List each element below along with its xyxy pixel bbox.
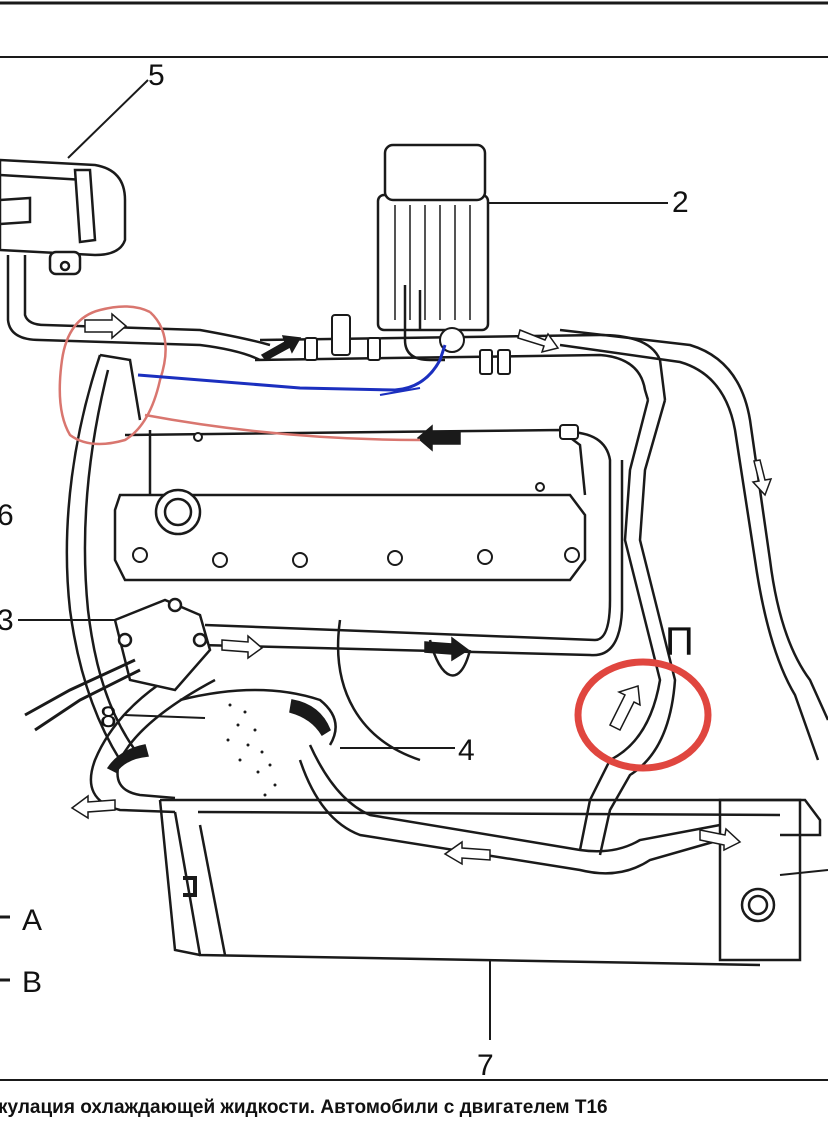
flow-arrow [84, 312, 128, 340]
label-5: 5 [148, 59, 165, 92]
label-2: 2 [672, 186, 689, 219]
flow-arrow [424, 636, 470, 662]
flow-arrow [70, 794, 116, 820]
blue-annotation [137, 344, 447, 392]
label-8: 8 [100, 701, 117, 734]
flow-arrow [517, 328, 560, 354]
flow-arrow [699, 827, 742, 852]
label-p: П [665, 620, 694, 664]
pink-annotation [58, 305, 421, 446]
label-7: 7 [477, 1049, 494, 1082]
leader-lines [0, 79, 828, 1040]
flow-arrow [608, 685, 641, 732]
legend-a: A [22, 904, 42, 937]
thermostat-housing [24, 597, 212, 732]
flow-arrow [289, 699, 331, 737]
frame-lines [0, 1, 828, 1081]
legend-b: B [22, 966, 42, 999]
expansion-tank [0, 158, 127, 276]
engine-block [65, 353, 587, 762]
coolant-hoses [6, 255, 828, 875]
label-6: 6 [0, 499, 14, 532]
label-3: 3 [0, 604, 14, 637]
flow-arrow [221, 634, 264, 660]
coolant-speckle [226, 703, 277, 797]
flow-arrow [416, 424, 461, 452]
flow-arrows [70, 312, 773, 866]
red-circle-annotation [574, 658, 712, 772]
blue-annotation-branch [379, 387, 421, 396]
flow-arrow [106, 744, 149, 773]
label-4: 4 [458, 734, 475, 767]
radiator [158, 798, 822, 967]
flow-arrow [260, 335, 302, 361]
heater-core [376, 143, 490, 332]
flow-arrow [751, 459, 773, 497]
figure-caption: кулация охлаждающей жидкости. Автомобили… [0, 1097, 608, 1118]
hose-fittings [304, 314, 579, 440]
flow-arrow [443, 840, 491, 866]
